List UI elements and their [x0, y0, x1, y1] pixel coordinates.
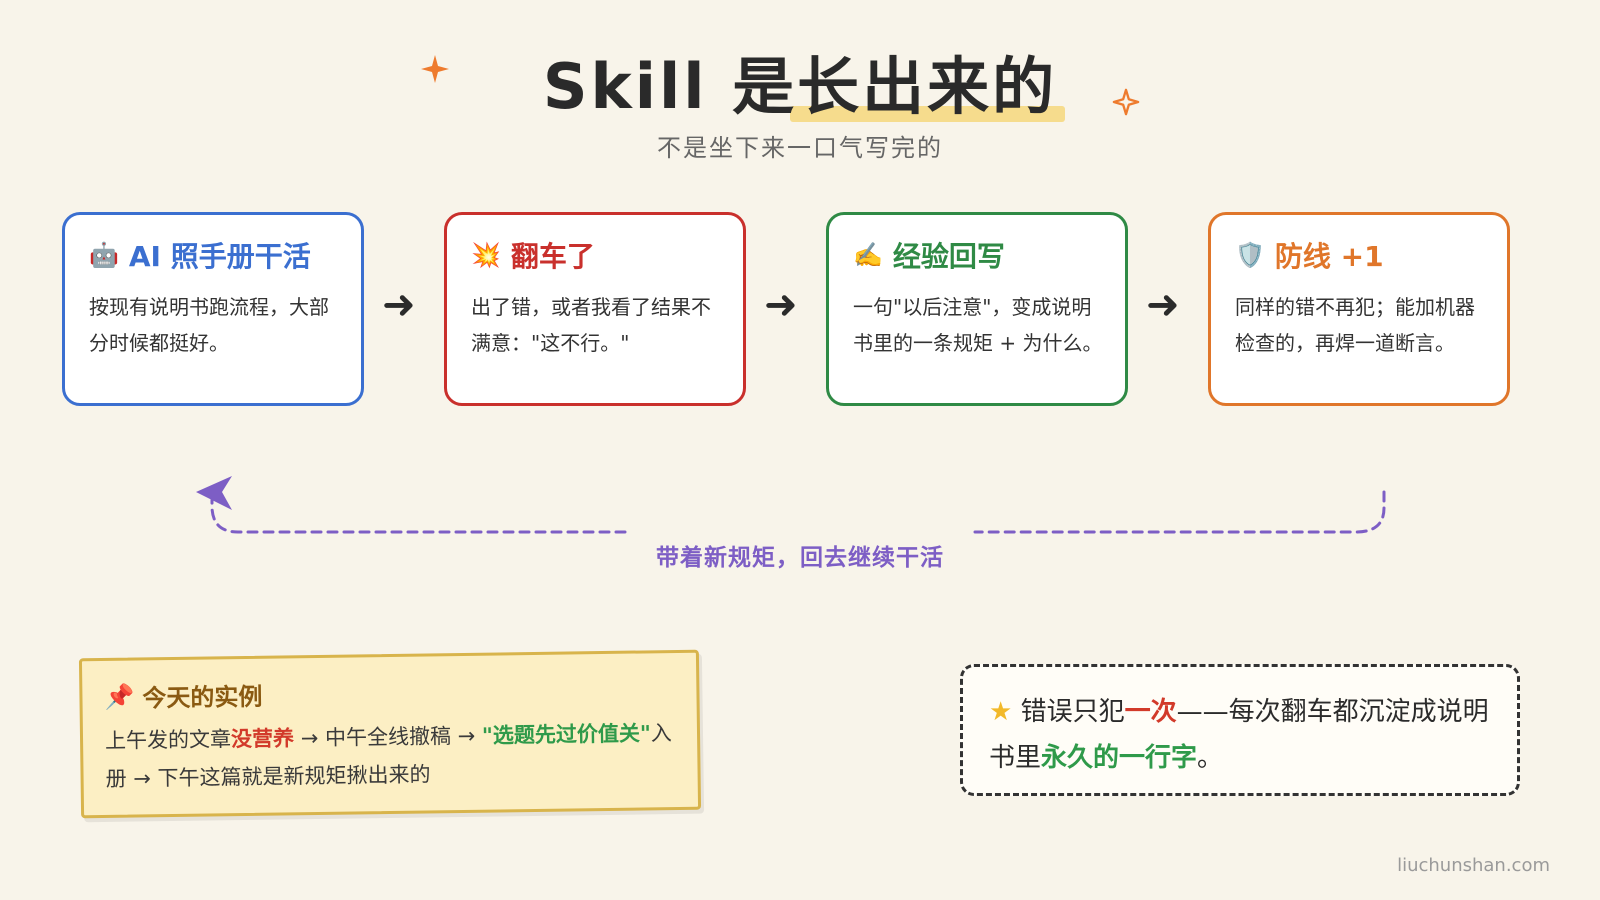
step-head: 💥 翻车了: [471, 235, 721, 275]
robot-icon: 🤖: [89, 241, 119, 269]
star-icon: ★: [989, 697, 1013, 727]
example-red-text: 没营养: [230, 726, 295, 752]
page-subtitle: 不是坐下来一口气写完的: [657, 134, 943, 162]
example-text: → 中午全线撤稿 →: [293, 723, 483, 751]
loop-back-arrow: [196, 476, 1386, 534]
title-highlight: 是长出来的: [732, 36, 1066, 126]
title-prefix: Skill: [542, 50, 733, 123]
example-note: 📌 今天的实例 上午发的文章没营养 → 中午全线撤稿 → "选题先过价值关"入册…: [78, 649, 702, 819]
takeaway-text: 错误只犯: [1012, 697, 1125, 727]
sparkle-orange-icon: [421, 55, 449, 83]
example-body: 上午发的文章没营养 → 中午全线撤稿 → "选题先过价值关"入册 → 下午这篇就…: [105, 714, 676, 798]
step-body: 出了错，或者我看了结果不满意："这不行。": [471, 295, 711, 355]
step-title: 防线 +1: [1274, 240, 1384, 273]
step-title: 翻车了: [510, 240, 595, 273]
step-head: 🛡️ 防线 +1: [1235, 235, 1485, 275]
step-body: 按现有说明书跑流程，大部分时候都挺好。: [89, 295, 329, 355]
sparkle-outline-icon: [1112, 88, 1140, 116]
loop-label: 带着新规矩，回去继续干活: [656, 545, 944, 571]
step-body: 一句"以后注意"，变成说明书里的一条规矩 + 为什么。: [853, 295, 1103, 355]
step-title: AI 照手册干活: [128, 240, 311, 273]
example-green-text: "选题先过价值关": [481, 721, 651, 748]
takeaway-text: ——每次翻车都沉淀成说明书里: [989, 697, 1489, 773]
example-text: 上午发的文章: [104, 727, 232, 753]
collision-icon: 💥: [471, 241, 501, 269]
arrowhead-icon: [196, 476, 232, 510]
shield-icon: 🛡️: [1235, 241, 1265, 269]
step-title: 经验回写: [892, 240, 1005, 273]
step-head: ✍️ 经验回写: [853, 235, 1103, 275]
step-head: 🤖 AI 照手册干活: [89, 235, 339, 275]
arrow-right-icon: ➜: [1146, 282, 1180, 328]
step-card-defense: 🛡️ 防线 +1 同样的错不再犯；能加机器检查的，再焊一道断言。: [1208, 212, 1510, 406]
example-heading: 📌 今天的实例: [104, 671, 674, 714]
pushpin-icon: 📌: [104, 682, 135, 711]
page-title: Skill 是长出来的: [0, 36, 1600, 126]
takeaway-red-text: 一次: [1124, 697, 1177, 727]
step-card-write-back: ✍️ 经验回写 一句"以后注意"，变成说明书里的一条规矩 + 为什么。: [826, 212, 1128, 406]
step-card-failure: 💥 翻车了 出了错，或者我看了结果不满意："这不行。": [444, 212, 746, 406]
takeaway-box: ★ 错误只犯一次——每次翻车都沉淀成说明书里永久的一行字。: [960, 664, 1520, 796]
step-card-ai-works: 🤖 AI 照手册干活 按现有说明书跑流程，大部分时候都挺好。: [62, 212, 364, 406]
site-credit: liuchunshan.com: [1397, 855, 1550, 876]
writing-hand-icon: ✍️: [853, 241, 883, 269]
example-title: 今天的实例: [142, 682, 263, 713]
step-body: 同样的错不再犯；能加机器检查的，再焊一道断言。: [1235, 295, 1475, 355]
arrow-right-icon: ➜: [382, 282, 416, 328]
arrow-right-icon: ➜: [764, 282, 798, 328]
takeaway-green-text: 永久的一行字: [1041, 743, 1198, 773]
takeaway-text: 。: [1197, 743, 1224, 773]
